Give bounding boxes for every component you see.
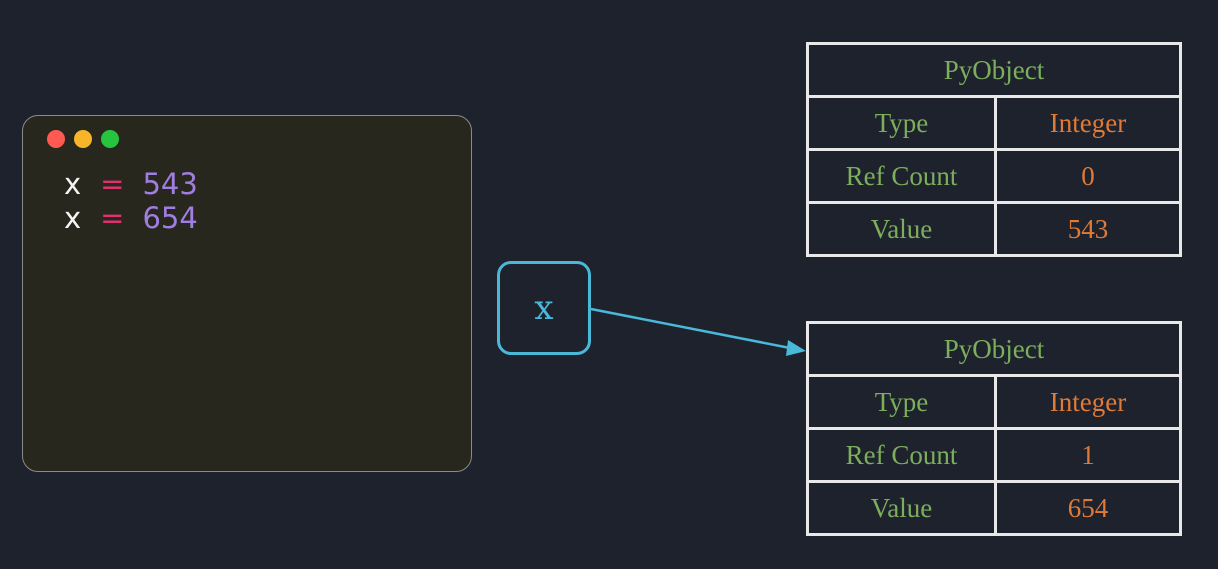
- field-label: Type: [806, 95, 997, 151]
- field-label: Ref Count: [806, 427, 997, 483]
- variable-name-box: x: [497, 261, 591, 355]
- window-controls: [47, 130, 119, 148]
- pyobject-header: PyObject: [806, 321, 1182, 377]
- arrow-head-icon: [786, 340, 806, 356]
- reference-arrow-line: [590, 307, 791, 350]
- field-label: Ref Count: [806, 148, 997, 204]
- field-value: 0: [994, 148, 1182, 204]
- code-operator: =: [100, 167, 125, 201]
- table-row: Type Integer: [806, 374, 1182, 430]
- pyobject-table-1: PyObject Type Integer Ref Count 0 Value …: [806, 42, 1182, 257]
- table-row: Value 654: [806, 480, 1182, 536]
- code-operator: =: [100, 201, 125, 235]
- maximize-dot-icon[interactable]: [101, 130, 119, 148]
- code-variable: x: [64, 167, 82, 201]
- variable-name: x: [534, 288, 554, 328]
- code-window: x = 543 x = 654: [22, 115, 472, 472]
- field-label: Value: [806, 201, 997, 257]
- pyobject-table-2: PyObject Type Integer Ref Count 1 Value …: [806, 321, 1182, 536]
- code-number: 543: [142, 167, 198, 201]
- table-row: Value 543: [806, 201, 1182, 257]
- field-value: 543: [994, 201, 1182, 257]
- code-line: x = 543: [64, 167, 198, 201]
- field-label: Value: [806, 480, 997, 536]
- field-value: Integer: [994, 95, 1182, 151]
- table-row: Type Integer: [806, 95, 1182, 151]
- field-label: Type: [806, 374, 997, 430]
- code-line: x = 654: [64, 201, 198, 235]
- table-row: Ref Count 0: [806, 148, 1182, 204]
- field-value: 654: [994, 480, 1182, 536]
- field-value: Integer: [994, 374, 1182, 430]
- pyobject-header: PyObject: [806, 42, 1182, 98]
- minimize-dot-icon[interactable]: [74, 130, 92, 148]
- field-value: 1: [994, 427, 1182, 483]
- code-variable: x: [64, 201, 82, 235]
- code-number: 654: [142, 201, 198, 235]
- close-dot-icon[interactable]: [47, 130, 65, 148]
- table-row: Ref Count 1: [806, 427, 1182, 483]
- code-editor[interactable]: x = 543 x = 654: [64, 167, 198, 235]
